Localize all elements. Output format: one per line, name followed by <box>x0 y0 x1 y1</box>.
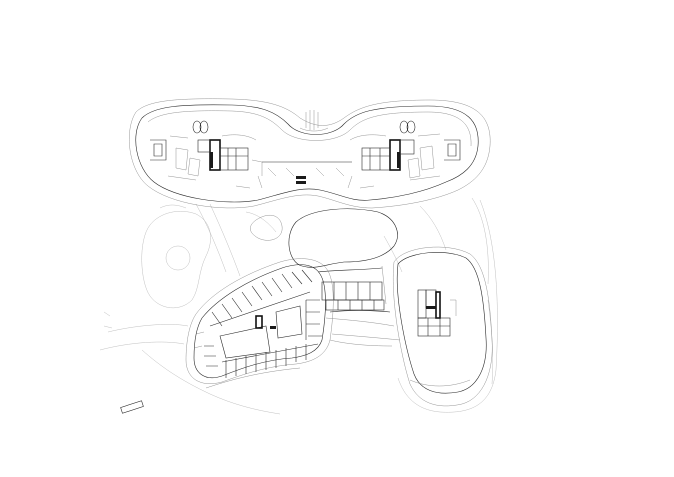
connector-corridor <box>317 265 401 341</box>
north-wing <box>129 98 491 209</box>
east-wing <box>393 246 493 407</box>
courtyard <box>288 208 398 268</box>
southwest-wing <box>185 258 393 389</box>
perimeter-path <box>397 199 498 413</box>
